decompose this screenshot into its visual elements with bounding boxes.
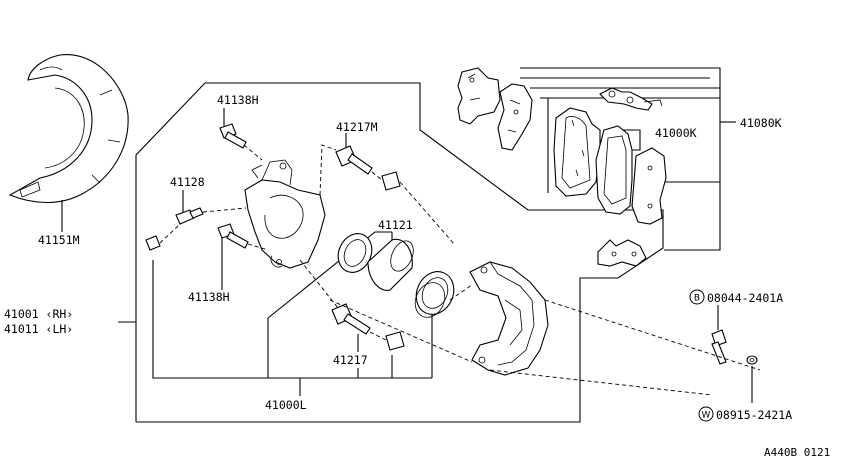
label-pad-set: 41080K	[740, 116, 782, 130]
label-splash-shield: 41151M	[38, 233, 80, 247]
svg-text:W: W	[702, 411, 711, 421]
mounting-washer-part	[746, 355, 758, 403]
assembly-frame	[118, 82, 664, 423]
pad-kit-brackets	[520, 67, 736, 251]
lower-pin-boot-part	[299, 259, 405, 352]
piston-seal-part	[337, 232, 455, 318]
pad-shim-1-part	[457, 67, 501, 125]
label-bleeder: 41128	[170, 175, 205, 189]
torque-member-part	[329, 261, 549, 376]
label-caliper-lh: 41011 ‹LH›	[4, 322, 73, 336]
label-mounting-washer: 08915-2421A	[716, 408, 792, 422]
label-upper-pin-boot: 41217M	[336, 120, 378, 134]
label-upper-bolt: 41138H	[217, 93, 259, 107]
pad-clip-part	[597, 239, 647, 267]
pad-shim-2-part	[497, 83, 533, 151]
label-caliper-rh: 41001 ‹RH›	[4, 307, 73, 321]
bleeder-cap-part	[145, 225, 179, 251]
label-piston-seal-kit: 41121	[378, 218, 413, 232]
washer-circle-icon: W	[698, 406, 714, 422]
pad-shim-outer-part	[631, 147, 667, 225]
splash-shield-part	[8, 54, 129, 232]
label-caliper-assy: 41000L	[265, 398, 307, 412]
upper-bolt-part	[219, 108, 263, 161]
label-lower-pin-boot: 41217	[333, 353, 368, 367]
upper-pin-boot-part	[319, 133, 456, 246]
svg-text:B: B	[694, 294, 700, 304]
mounting-bolt-part	[489, 299, 761, 396]
anti-rattle-spring-part	[599, 87, 663, 111]
bolt-circle-icon: B	[689, 289, 705, 305]
brake-pad-inner-part	[553, 107, 601, 197]
label-lower-bolt: 41138H	[188, 290, 230, 304]
diagram-code: A440B 0121	[764, 446, 830, 459]
lower-bolt-part	[217, 223, 269, 290]
label-pad-kit: 41000K	[655, 126, 697, 140]
bleeder-part	[175, 190, 247, 225]
caliper-body-part	[244, 159, 326, 269]
brake-pad-outer-part	[595, 125, 633, 215]
label-mounting-bolt: 08044-2401A	[707, 291, 783, 305]
